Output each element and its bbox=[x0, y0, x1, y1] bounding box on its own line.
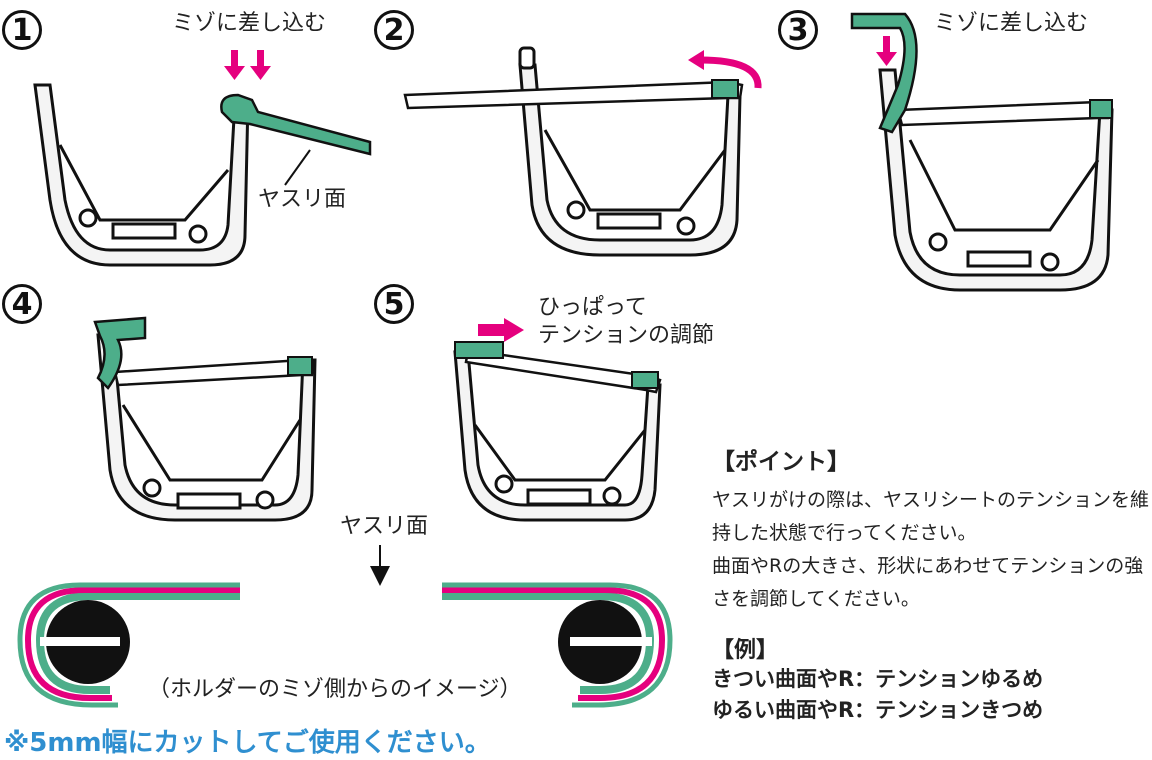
step1-sub-label: ヤスリ面 bbox=[258, 187, 347, 212]
step5-strip-end-right bbox=[631, 371, 659, 389]
cross-section-label: ヤスリ面 bbox=[340, 514, 429, 539]
step3-holder bbox=[878, 68, 1114, 292]
cross-section-left-slot bbox=[40, 637, 120, 646]
cross-section-right-slot bbox=[570, 637, 652, 646]
step1-label: ミゾに差し込む bbox=[172, 11, 327, 36]
point-text-line-3: 曲面やRの大きさ、形状にあわせてテンションの強 bbox=[712, 555, 1144, 577]
step2-strip-end bbox=[711, 79, 739, 99]
step-number-3: 3 bbox=[778, 10, 818, 50]
step-number-5: 5 bbox=[374, 284, 414, 324]
step4-strip-end bbox=[287, 356, 313, 376]
step5-arrow bbox=[478, 318, 524, 342]
example-title: 【例】 bbox=[712, 638, 779, 663]
step-number-1: 1 bbox=[2, 10, 42, 50]
point-text-line-4: さを調節してください。 bbox=[712, 588, 920, 610]
cross-section-outer-pink bbox=[24, 587, 240, 701]
step3-label: ミゾに差し込む bbox=[934, 11, 1089, 36]
step-number-2: 2 bbox=[374, 10, 414, 50]
step1-arrows bbox=[224, 50, 271, 80]
step3-strip-green bbox=[850, 12, 918, 134]
step2-holder bbox=[518, 46, 742, 257]
cross-section-caption: （ホルダーのミゾ側からのイメージ） bbox=[148, 677, 522, 702]
cross-section bbox=[17, 545, 673, 708]
point-text-line-1: ヤスリがけの際は、ヤスリシートのテンションを維 bbox=[712, 489, 1150, 511]
step2-strip bbox=[403, 80, 744, 110]
step3-arrow bbox=[876, 36, 897, 66]
example-line-2: ゆるい曲面やR：テンションきつめ bbox=[712, 698, 1044, 722]
step3-strip-end bbox=[1089, 99, 1113, 119]
step1-strip bbox=[220, 93, 372, 186]
step4-strip-green bbox=[93, 316, 147, 390]
step1-holder bbox=[33, 83, 250, 267]
step5-label-line1: ひっぱって bbox=[538, 295, 647, 320]
point-title: 【ポイント】 bbox=[712, 449, 850, 475]
point-text-line-2: 持した状態で行ってください。 bbox=[712, 522, 977, 544]
step-number-4: 4 bbox=[2, 284, 42, 324]
step2-curve-arrow bbox=[699, 56, 762, 89]
step3-strip bbox=[896, 100, 1112, 127]
cross-section-right-green-2 bbox=[442, 582, 673, 708]
cross-section-right-pink bbox=[442, 587, 666, 701]
cross-section-outer-green-2 bbox=[17, 582, 240, 708]
example-line-1: きつい曲面やR：テンションゆるめ bbox=[712, 667, 1044, 691]
step5-strip-end-left bbox=[454, 341, 504, 359]
footer-note: ※5mm幅にカットしてご使用ください。 bbox=[4, 728, 491, 758]
step5-label-line2: テンションの調節 bbox=[538, 323, 715, 348]
step4-strip bbox=[113, 358, 316, 387]
point-section: 【ポイント】 ヤスリがけの際は、ヤスリシートのテンションを維 持した状態で行って… bbox=[712, 442, 1152, 726]
step2-curve-arrow-head bbox=[688, 50, 704, 70]
